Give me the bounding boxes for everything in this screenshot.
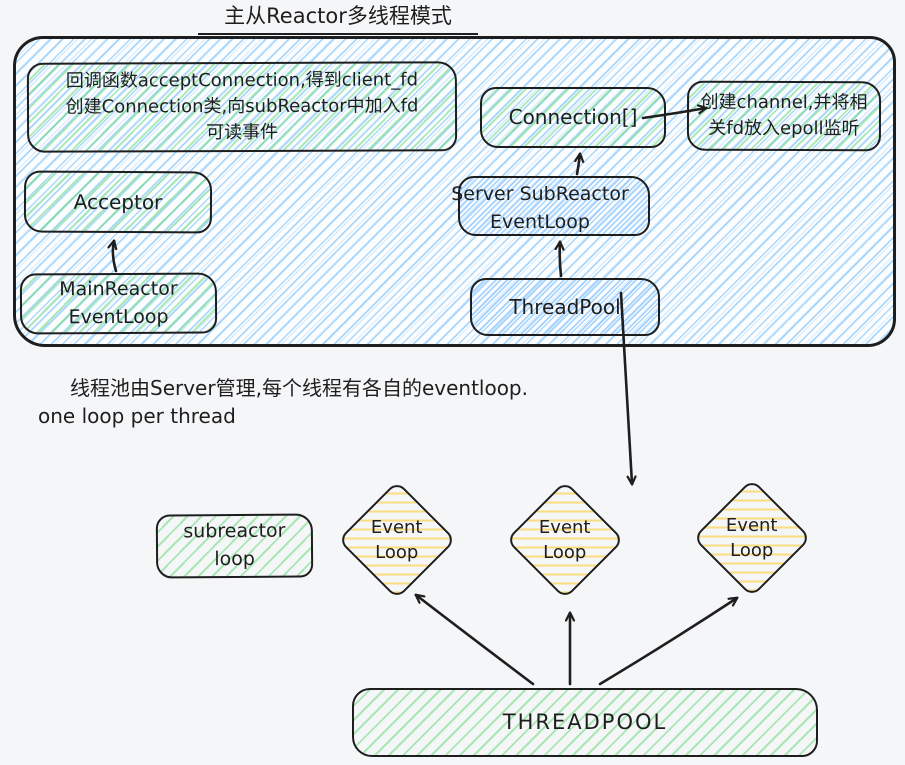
- server-subreactor-eventloop-box: [458, 176, 650, 236]
- arrow-threadpoolbig-to-eventloop-1: [416, 595, 535, 686]
- acceptor-label: Acceptor: [73, 189, 163, 214]
- subreactor-loop-label: subreactor loop: [183, 520, 286, 571]
- event-loop-label-2: Event Loop: [539, 516, 591, 563]
- main-reactor-eventloop-box: MainReactor EventLoop: [19, 272, 218, 335]
- arrow-threadpoolbig-to-eventloop-3: [598, 598, 737, 686]
- threadpool-note-cn: 线程池由Server管理,每个线程有各自的eventloop.: [70, 376, 528, 400]
- subreactor-loop-box: subreactor loop: [155, 513, 314, 579]
- event-loop-diamond-3: Event Loop: [692, 478, 812, 598]
- callback-note-box: 回调函数acceptConnection,得到client_fd 创建Conne…: [26, 61, 458, 153]
- event-loop-diamond-2: Event Loop: [505, 480, 625, 600]
- event-loop-label-1: Event Loop: [371, 516, 423, 563]
- threadpool-big-label: THREADPOOL: [502, 710, 668, 735]
- channel-note-box: 创建channel,并将相 关fd放入epoll监听: [686, 80, 882, 152]
- threadpool-box: ThreadPool: [470, 278, 660, 336]
- acceptor-box: Acceptor: [23, 170, 213, 234]
- threadpool-note-en: one loop per thread: [38, 404, 236, 428]
- threadpool-big-box: THREADPOOL: [352, 688, 818, 757]
- event-loop-diamond-1: Event Loop: [337, 480, 457, 600]
- connection-array-label: Connection[]: [508, 105, 638, 129]
- page-title: 主从Reactor多线程模式: [198, 3, 478, 35]
- callback-note-text: 回调函数acceptConnection,得到client_fd 创建Conne…: [65, 69, 419, 144]
- event-loop-label-3: Event Loop: [726, 514, 778, 561]
- threadpool-label: ThreadPool: [509, 294, 621, 319]
- channel-note-text: 创建channel,并将相 关fd放入epoll监听: [700, 91, 868, 140]
- server-subreactor-eventloop-label: Server SubReactor EventLoop: [451, 183, 629, 233]
- connection-array-box: Connection[]: [480, 87, 666, 148]
- main-reactor-eventloop-label: MainReactor EventLoop: [59, 277, 178, 328]
